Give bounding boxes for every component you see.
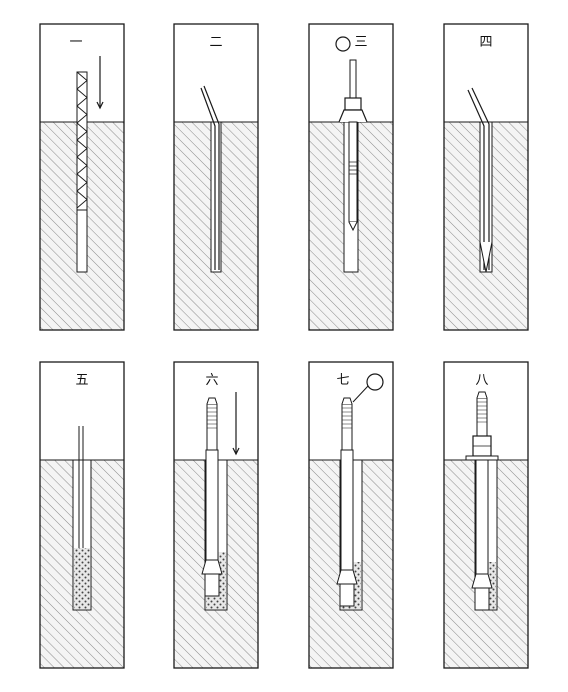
panel-frame	[443, 361, 529, 669]
step-2-cleaning: 二	[173, 23, 259, 331]
drill-bit	[76, 71, 88, 211]
blow-tube-outline	[203, 85, 220, 270]
blow-tube-outline	[471, 87, 490, 270]
brush-shaft	[348, 121, 358, 223]
panel-frame	[173, 361, 259, 669]
anchor-thread	[341, 403, 353, 451]
expansion-cone	[471, 573, 493, 589]
tube-nozzle	[479, 241, 493, 273]
step-8-tightening: 八	[443, 361, 529, 669]
step-label: 四	[479, 35, 492, 50]
blow-tube	[200, 87, 216, 270]
panel-frame	[443, 23, 529, 331]
blow-tube	[467, 89, 485, 270]
step-4-cleaning: 四	[443, 23, 529, 331]
brush-handle	[349, 59, 357, 101]
circle-marker-icon	[366, 373, 384, 391]
step-7-setting: 七	[308, 361, 394, 669]
drill-flute	[76, 71, 88, 209]
step-label: 七	[336, 373, 349, 388]
step-label: 八	[475, 373, 488, 388]
step-6-inserting: 六	[173, 361, 259, 669]
anchor-body	[205, 449, 219, 561]
step-label: 六	[205, 373, 218, 388]
arrowhead-icon	[232, 447, 240, 456]
panel-frame	[39, 23, 125, 331]
panel-frame	[308, 23, 394, 331]
circle-marker-icon	[335, 36, 351, 52]
brush-collar	[338, 109, 368, 123]
mortar-fill	[74, 548, 90, 609]
anchor-cap	[341, 397, 353, 405]
step-label: 二	[209, 35, 222, 50]
anchor-cap	[476, 391, 488, 399]
anchor-body	[340, 449, 354, 571]
step-label: 三	[354, 35, 367, 50]
anchor-cap	[206, 397, 218, 405]
anchor-tail	[339, 583, 355, 607]
panel-frame	[308, 361, 394, 669]
arrowhead-icon	[96, 101, 104, 110]
step-label: 五	[75, 373, 88, 388]
brush-nut	[344, 97, 362, 111]
washer	[465, 455, 499, 461]
panel-frame	[39, 361, 125, 669]
drill-hole	[210, 121, 222, 273]
expansion-cone	[201, 559, 223, 575]
anchor-tail	[474, 587, 490, 611]
expansion-cone	[336, 569, 358, 585]
anchor-thread	[206, 403, 218, 451]
step-3-brushing: 三	[308, 23, 394, 331]
panel-frame	[173, 23, 259, 331]
step-label: 一	[69, 35, 82, 50]
anchor-body	[475, 443, 489, 575]
brush-tip	[348, 221, 358, 232]
anchor-tail	[204, 573, 220, 597]
step-5-injecting: 五	[39, 361, 125, 669]
step-1-drilling: 一	[39, 23, 125, 331]
leader-line	[352, 385, 369, 403]
